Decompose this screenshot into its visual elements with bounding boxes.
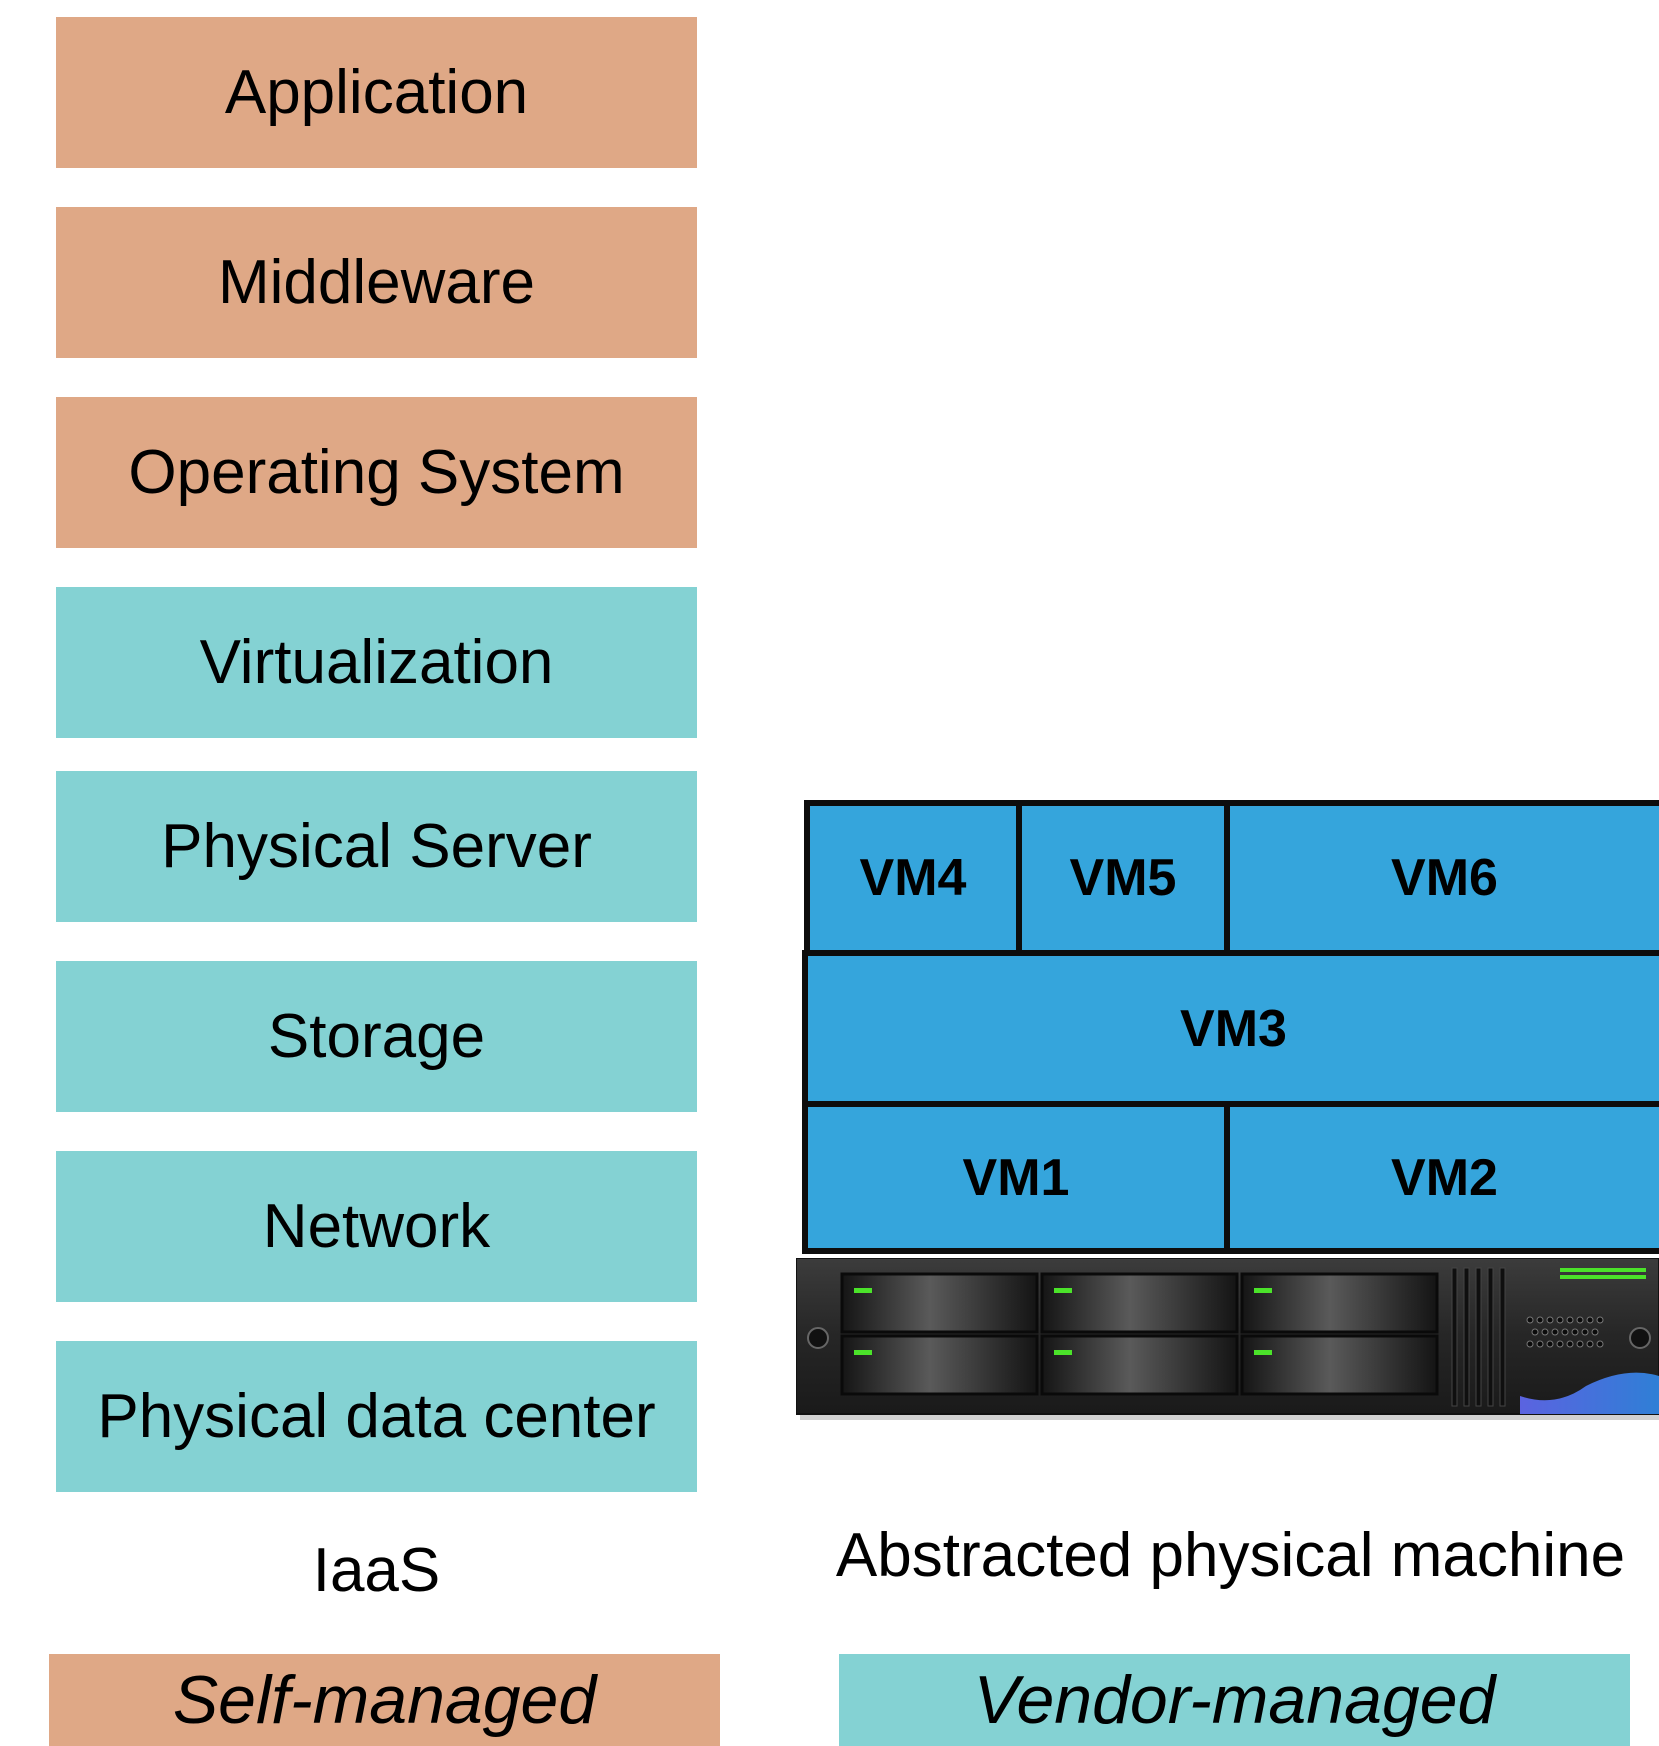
vm-label: VM2	[1391, 1148, 1498, 1207]
vm2-box: VM2	[1224, 1101, 1659, 1254]
layer-label: Virtualization	[199, 628, 554, 697]
layer-virtualization: Virtualization	[56, 587, 697, 738]
vm6-box: VM6	[1224, 800, 1659, 956]
layer-label: Network	[262, 1192, 491, 1261]
layer-label: Physical Server	[161, 812, 592, 881]
layer-network: Network	[56, 1151, 697, 1302]
layer-label: Application	[224, 58, 529, 127]
legend-self-managed: Self-managed	[49, 1654, 720, 1746]
vm-label: VM4	[859, 849, 967, 907]
vm-label: VM1	[962, 1148, 1070, 1207]
layer-storage: Storage	[56, 961, 697, 1112]
legend-label: Vendor-managed	[973, 1662, 1496, 1738]
layer-physical-server: Physical Server	[56, 771, 697, 922]
layer-physical-data-center: Physical data center	[56, 1341, 697, 1492]
layer-middleware: Middleware	[56, 207, 697, 358]
layer-application: Application	[56, 17, 697, 168]
rack-server-icon	[795, 1257, 1659, 1420]
machine-caption: Abstracted physical machine	[835, 1521, 1626, 1590]
vm3-box: VM3	[802, 950, 1659, 1107]
layer-label: Operating System	[128, 438, 625, 507]
layer-operating-system: Operating System	[56, 397, 697, 548]
iaas-caption: IaaS	[312, 1536, 441, 1605]
legend-vendor-managed: Vendor-managed	[839, 1654, 1630, 1746]
layer-label: Middleware	[217, 248, 536, 317]
vm4-box: VM4	[804, 800, 1022, 956]
vm-label: VM3	[1180, 999, 1287, 1058]
layer-label: Physical data center	[97, 1382, 656, 1451]
vm-label: VM6	[1391, 849, 1498, 907]
vm5-box: VM5	[1016, 800, 1230, 956]
vm-stack: VM4 VM5 VM6 VM3 VM1 VM2	[802, 800, 1659, 1254]
layer-label: Storage	[267, 1002, 486, 1071]
vm1-box: VM1	[802, 1101, 1230, 1254]
vm-label: VM5	[1069, 849, 1177, 907]
legend-label: Self-managed	[172, 1662, 597, 1738]
